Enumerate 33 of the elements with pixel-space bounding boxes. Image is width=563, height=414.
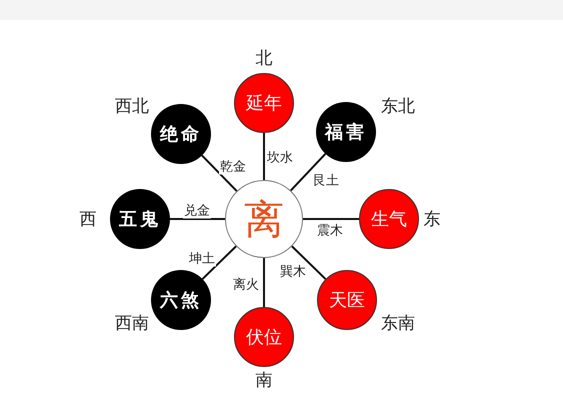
direction-label: 西 [80, 208, 96, 230]
edge-label: 乾金 [219, 160, 247, 174]
connector-line [291, 246, 326, 280]
connector-line [170, 218, 225, 220]
edge-label: 艮土 [312, 174, 340, 188]
star-circle: 天医 [317, 270, 377, 330]
star-circle: 延年 [234, 73, 294, 133]
star-circle: 伏位 [234, 307, 294, 367]
connector-line [290, 153, 326, 192]
star-circle: 六煞 [151, 270, 211, 330]
direction-label: 东南 [381, 312, 415, 334]
direction-label: 西北 [115, 96, 149, 118]
connector-line [303, 218, 359, 220]
edge-label: 兑金 [183, 204, 211, 218]
star-circle: 福害 [316, 102, 376, 162]
star-circle: 五鬼 [110, 189, 170, 249]
edge-label: 巽木 [279, 264, 307, 280]
direction-label: 东北 [381, 96, 415, 118]
connector-line [202, 246, 237, 280]
edge-label: 坎水 [266, 150, 294, 166]
edge-label: 离火 [232, 278, 260, 292]
direction-label: 北 [256, 48, 272, 70]
star-circle: 绝命 [151, 104, 211, 164]
direction-label: 南 [256, 370, 272, 392]
edge-label: 坤土 [188, 252, 216, 266]
star-circle: 生气 [359, 189, 419, 249]
direction-label: 东 [424, 208, 440, 230]
connector-line [263, 133, 265, 180]
direction-label: 西南 [115, 312, 149, 334]
center-circle: 离 [225, 180, 303, 258]
connector-line [263, 258, 265, 307]
connector-line [201, 154, 238, 192]
edge-label: 震木 [316, 224, 344, 238]
